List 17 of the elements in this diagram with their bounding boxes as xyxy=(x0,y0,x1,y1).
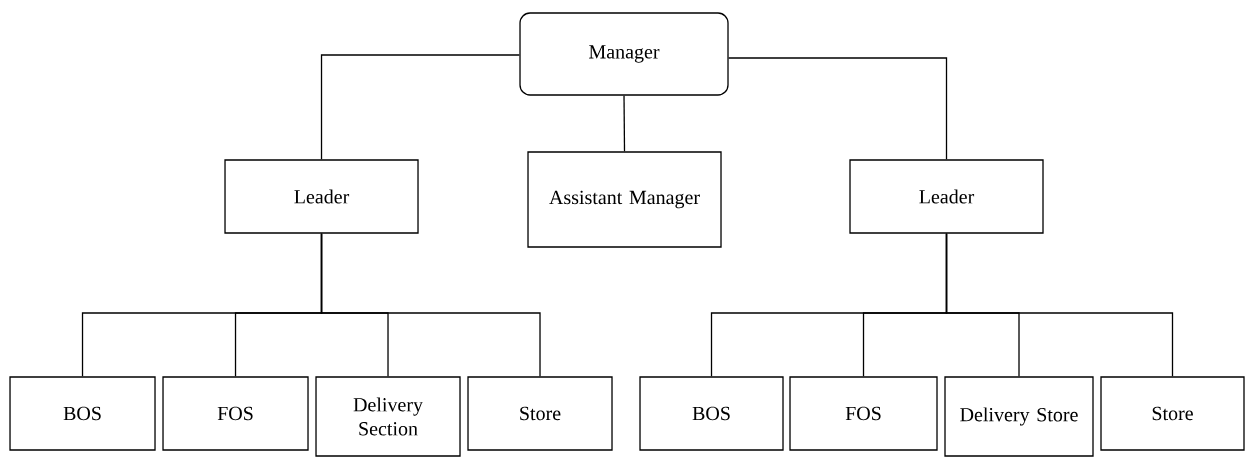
org-box: Delivery Section xyxy=(315,376,461,457)
org-box: Leader xyxy=(849,159,1044,234)
connector-line xyxy=(945,233,1174,377)
connector-line xyxy=(623,95,626,152)
org-box: Delivery Store xyxy=(944,376,1094,457)
connector-line xyxy=(728,57,948,160)
connector-line xyxy=(320,233,541,377)
org-box: FOS xyxy=(789,376,938,451)
org-box: FOS xyxy=(162,376,309,451)
org-box: BOS xyxy=(639,376,784,451)
org-box: BOS xyxy=(9,376,156,451)
org-box: Store xyxy=(1100,376,1245,451)
manager-box: Manager xyxy=(519,12,729,96)
org-box: Assistant Manager xyxy=(527,151,722,248)
org-box: Leader xyxy=(224,159,419,234)
org-box: Store xyxy=(467,376,613,451)
connector-line xyxy=(320,54,520,160)
